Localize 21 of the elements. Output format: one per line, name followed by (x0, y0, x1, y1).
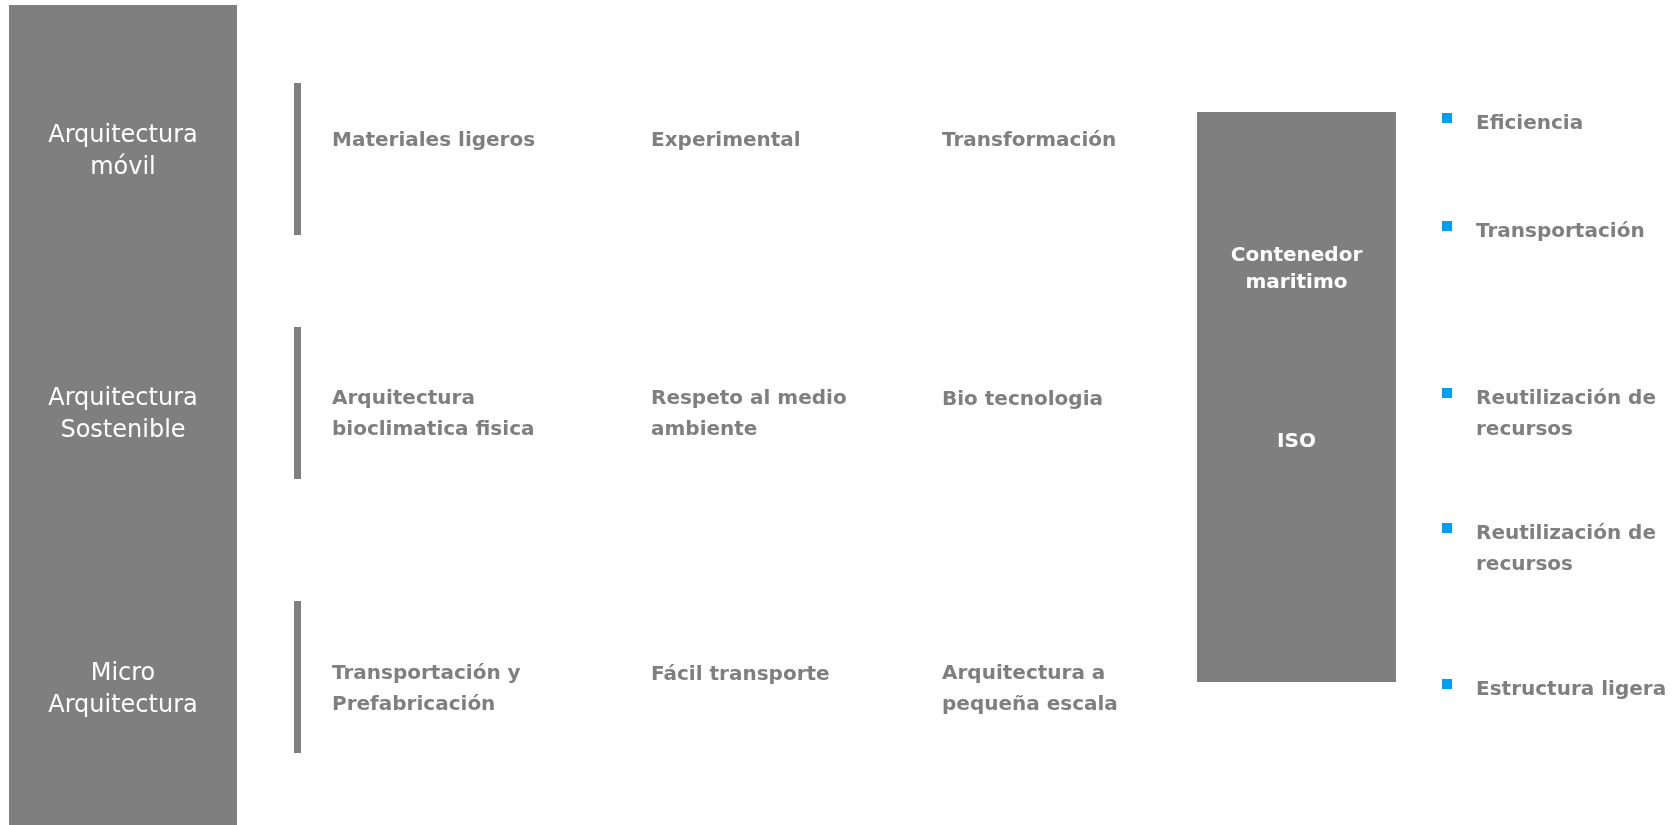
bullet-text: Reutilización de recursos (1476, 384, 1657, 442)
category-label: Micro Arquitectura (47, 656, 199, 720)
feature-label: Arquitectura a pequeña escala (942, 659, 1119, 717)
category-label: Arquitectura Sostenible (47, 381, 199, 445)
feature-label: Experimental (651, 125, 802, 153)
feature-label: Transformación (942, 125, 1118, 153)
bullet-text: Reutilización de recursos (1476, 519, 1657, 577)
bullet-text: Transportación (1476, 216, 1646, 244)
feature-label: Arquitectura bioclimatica fisica (332, 384, 536, 442)
container-box (1197, 112, 1396, 682)
bullet-text: Estructura ligera (1476, 674, 1668, 702)
feature-label: Transportación y Prefabricación (332, 659, 522, 717)
feature-label: Bio tecnologia (942, 384, 1105, 412)
bullet-text: Eficiencia (1476, 108, 1585, 136)
feature-label: Respeto al medio ambiente (651, 384, 848, 442)
feature-label: Materiales ligeros (332, 125, 537, 153)
category-label: Arquitectura móvil (47, 118, 199, 182)
category-band (9, 5, 237, 825)
box-label: Contenedor maritimo (1229, 241, 1364, 295)
feature-label: Fácil transporte (651, 659, 831, 687)
box-label: ISO (1276, 426, 1317, 454)
